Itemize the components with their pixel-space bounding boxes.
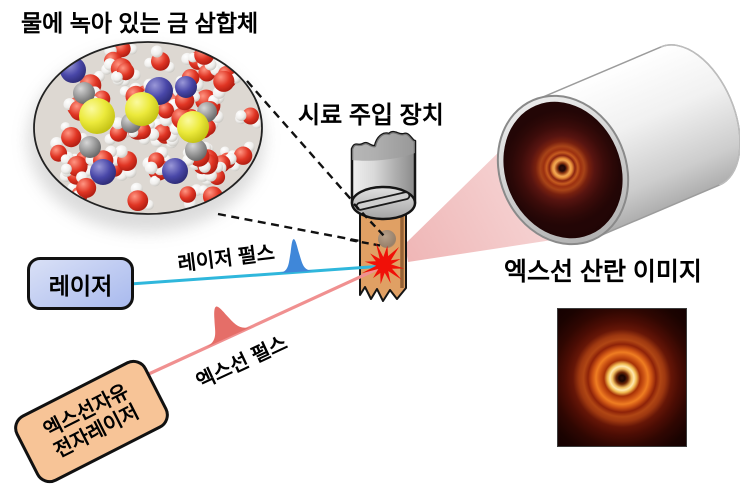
molecule-title: 물에 녹아 있는 금 삼합체 bbox=[21, 10, 259, 36]
laser-source-box: 레이저 bbox=[27, 257, 134, 310]
molecule-zoom-ellipse bbox=[33, 41, 263, 215]
dashed-callout-overlay bbox=[349, 203, 386, 247]
nozzle-torn-inner-wall bbox=[352, 132, 415, 161]
dashed-callout-lines bbox=[217, 80, 387, 248]
injector-title: 시료 주입 장치 bbox=[298, 102, 444, 129]
scattering-title: 엑스선 산란 이미지 bbox=[504, 258, 702, 286]
laser-source-label: 레이저 bbox=[48, 272, 113, 299]
laser-beam bbox=[129, 264, 385, 286]
xray-pulse-icon bbox=[205, 306, 253, 348]
interaction-flash-icon bbox=[361, 242, 405, 285]
laser-pulse-icon bbox=[279, 239, 313, 274]
detector-cylinder bbox=[496, 44, 740, 246]
xray-beam bbox=[139, 264, 385, 380]
injector-nozzle bbox=[350, 130, 417, 221]
scattering-image bbox=[557, 308, 687, 447]
